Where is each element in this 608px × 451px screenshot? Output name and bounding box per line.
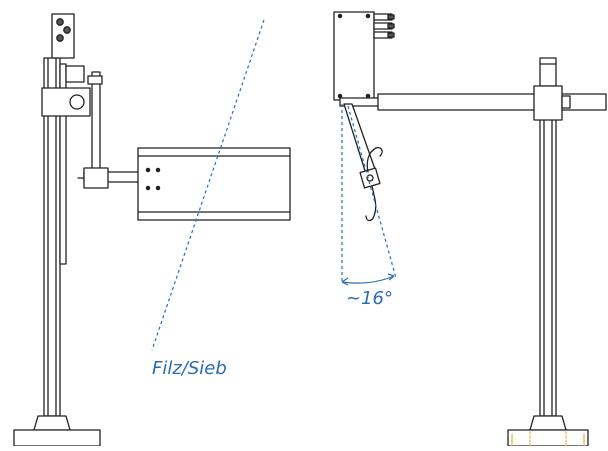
motor-housing <box>333 11 375 101</box>
left-adjust-rod <box>59 63 67 265</box>
bracket-screw-icon <box>63 26 71 34</box>
right-clamp-block <box>533 85 563 121</box>
clamp-hole-icon <box>69 94 85 110</box>
right-base <box>529 415 567 431</box>
left-view <box>13 13 291 447</box>
left-base <box>33 415 71 431</box>
angle-label: ~16° <box>346 288 393 309</box>
right-stand-pole <box>539 111 557 417</box>
pendulum-arm <box>343 103 383 222</box>
felt-screen-label: Filz/Sieb <box>152 358 227 379</box>
left-arm <box>91 71 101 183</box>
bracket-screw-icon <box>56 18 64 26</box>
bracket-screw-icon <box>56 34 64 42</box>
angle-swing-line <box>347 105 397 279</box>
pole-top-cap <box>539 57 557 87</box>
horizontal-boom <box>377 93 607 111</box>
felt-screen-frame <box>137 147 291 221</box>
felt-pointer-line <box>151 19 265 351</box>
left-guide-plate <box>65 65 85 83</box>
angle-arc <box>341 275 395 284</box>
connector-pins <box>373 13 395 39</box>
right-view <box>333 11 607 447</box>
